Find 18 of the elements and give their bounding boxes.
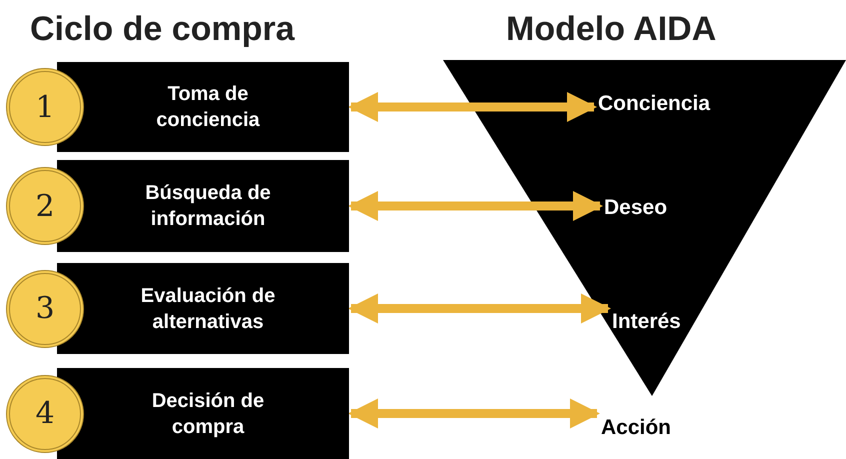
step-number: 1	[6, 68, 84, 146]
step-box: Decisión de compra	[57, 368, 349, 459]
step-box: Búsqueda de información	[57, 160, 349, 252]
stage-label: Acción	[601, 414, 672, 442]
stage-label: Conciencia	[598, 90, 710, 118]
double-arrow	[348, 92, 597, 122]
step-box: Toma de conciencia	[57, 62, 349, 152]
step-number: 3	[6, 270, 84, 348]
step-number: 2	[6, 167, 84, 245]
double-arrow	[348, 294, 611, 324]
stage-label: Deseo	[604, 194, 668, 222]
stage-label: Interés	[612, 308, 681, 336]
column-heading: Ciclo de compra	[30, 10, 295, 49]
step-number: 4	[6, 374, 84, 452]
double-arrow	[348, 191, 603, 221]
double-arrow	[348, 398, 600, 428]
column-heading: Modelo AIDA	[506, 10, 716, 49]
step-box: Evaluación de alternativas	[57, 263, 349, 354]
